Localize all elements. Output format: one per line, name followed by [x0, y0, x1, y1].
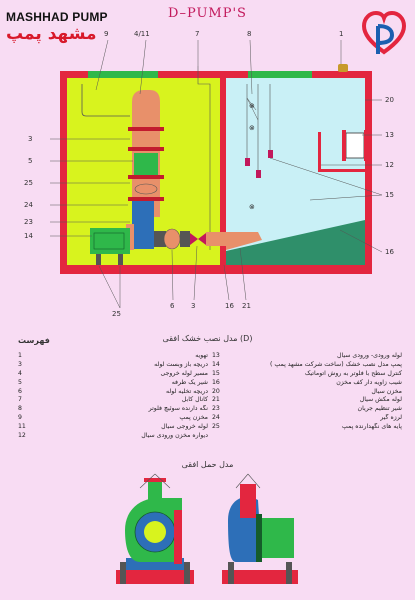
- callout-right-20: 20: [385, 96, 394, 104]
- callout-left-23: 23: [24, 218, 33, 226]
- pump-motor: [90, 228, 130, 254]
- float-switch-icon: [245, 158, 250, 166]
- callout-right-16: 16: [385, 248, 394, 256]
- callout-left-25: 25: [24, 179, 33, 187]
- callout-left-3: 3: [28, 135, 32, 143]
- cable-channel: [81, 84, 130, 117]
- brand-name-en: MASHHAD PUMP: [6, 10, 108, 24]
- callout-bottom-21: 21: [242, 302, 251, 310]
- callout-top-7: 7: [195, 30, 199, 38]
- vent-icon: [338, 64, 348, 72]
- transport-model-caption: مدل حمل افقی: [181, 460, 234, 469]
- check-valve: [134, 153, 158, 175]
- callout-top-8: 8: [247, 30, 251, 38]
- pump-tank-lid: [88, 71, 158, 78]
- installation-diagram: ⊗ ⊗ ⊗ 9 4/11 7 8 1 3 5 25 24 23 14 20 1: [24, 30, 394, 318]
- pump-casing: [132, 201, 154, 249]
- callout-top-1: 1: [339, 30, 343, 38]
- pump-support: [96, 254, 101, 265]
- callout-bottom-25: 25: [112, 310, 121, 318]
- svg-text:⊗: ⊗: [249, 203, 255, 211]
- sloped-floor: [226, 220, 365, 265]
- callout-right-12: 12: [385, 161, 394, 169]
- callout-left-14: 14: [24, 232, 33, 240]
- pump-side-view: [222, 473, 298, 584]
- dividing-wall: [220, 78, 226, 265]
- installation-model-caption: مدل نصب خشک افقی (D): [162, 334, 253, 343]
- transport-diagram: [116, 473, 298, 584]
- suction-pipe: [226, 232, 262, 250]
- fluid-tank-lid: [248, 71, 312, 78]
- inlet-pipe: [345, 132, 365, 159]
- flow-valve: [190, 233, 198, 245]
- brand-name-fa: مشهد پمپ: [6, 24, 97, 44]
- svg-text:⊗: ⊗: [249, 124, 255, 132]
- callout-bottom-6: 6: [170, 302, 175, 310]
- vibration-damper: [163, 228, 181, 250]
- pump-front-view: [116, 473, 194, 584]
- callout-left-5: 5: [28, 157, 32, 165]
- legend-item: پمپ مدل نصب خشک (ساخت شرکت مشهد پمپ )14: [212, 360, 402, 368]
- legend-title: فهرست: [18, 336, 50, 345]
- callout-right-15: 15: [385, 191, 394, 199]
- callout-bottom-3: 3: [191, 302, 195, 310]
- callout-top-9: 9: [104, 30, 108, 38]
- callout-bottom-16: 16: [225, 302, 234, 310]
- mashhad-pump-logo-icon: [361, 10, 407, 55]
- page-title: D–PUMP'S: [168, 6, 247, 21]
- callout-top-4-11: 4/11: [134, 30, 150, 38]
- svg-text:⊗: ⊗: [249, 102, 255, 110]
- callout-left-24: 24: [24, 201, 33, 209]
- callout-right-13: 13: [385, 131, 394, 139]
- inlet-wall: [318, 132, 321, 172]
